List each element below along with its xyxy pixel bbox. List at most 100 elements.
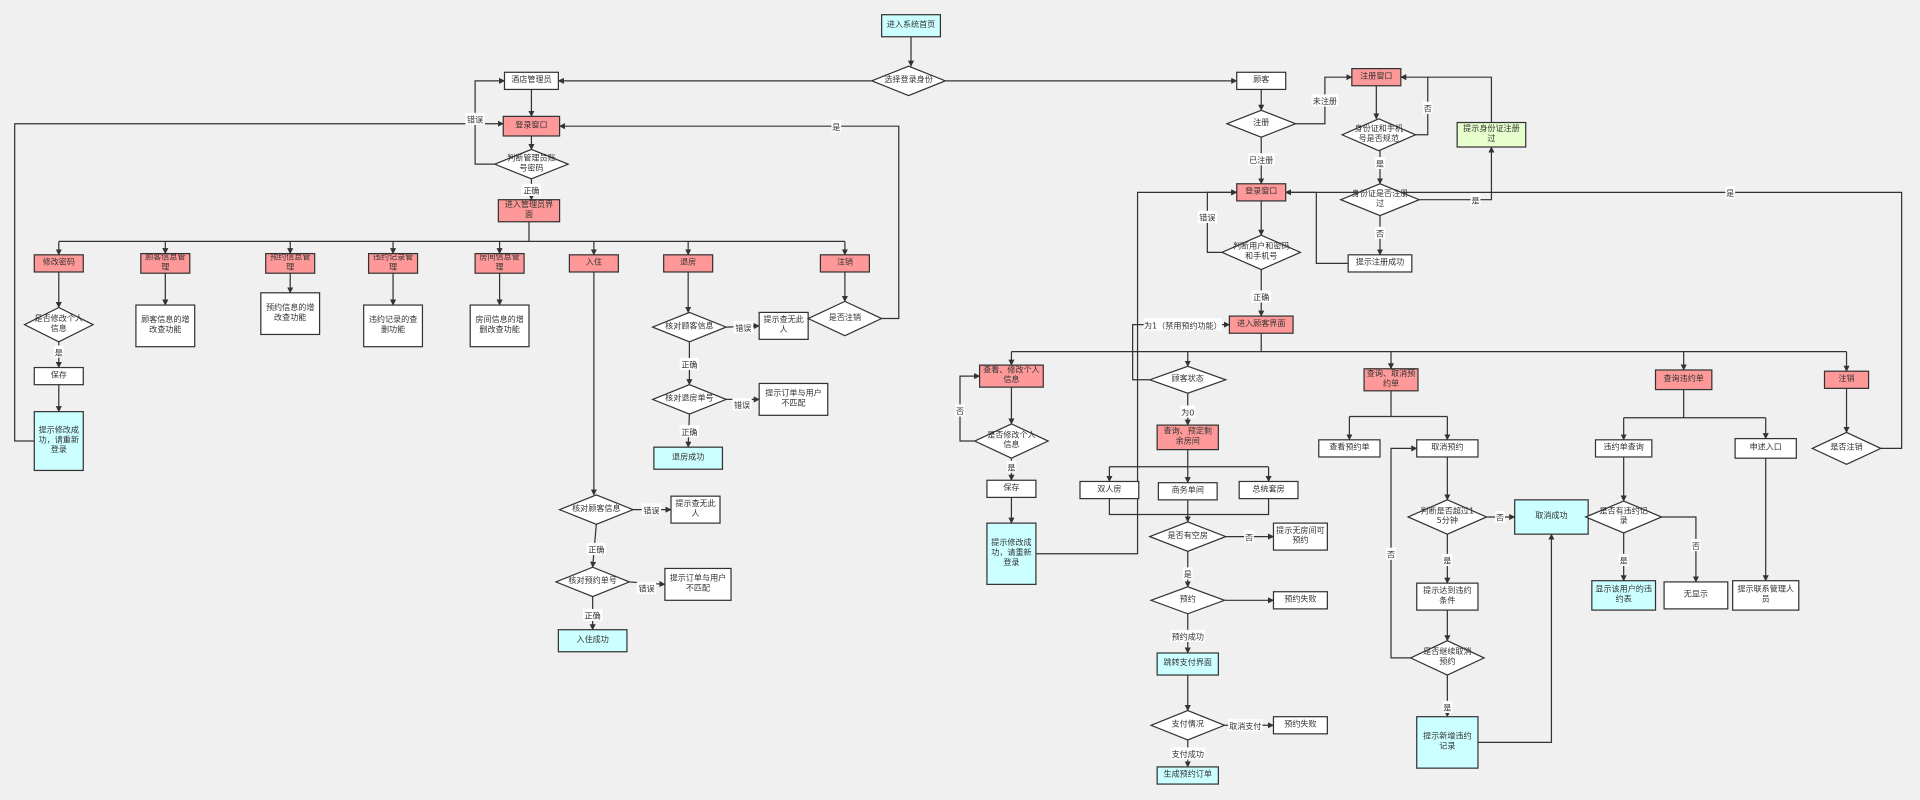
decision-registered-q[interactable]: 注册 — [1225, 109, 1298, 138]
process-show-viol[interactable]: 显示该用户的违约表 — [1591, 580, 1657, 611]
process-ci-no-person[interactable]: 提示查无此人 — [670, 495, 721, 524]
process-cancel-ok[interactable]: 取消成功 — [1514, 499, 1589, 535]
process-a-cust[interactable]: 顾客信息管理 — [140, 252, 191, 274]
process-reserve-fail2[interactable]: 预约失败 — [1272, 716, 1328, 735]
process-start[interactable]: 进入系统首页 — [881, 14, 942, 38]
process-reg-ok[interactable]: 提示注册成功 — [1347, 254, 1413, 273]
process-a-cust-fn[interactable]: 顾客信息的增改查功能 — [135, 304, 196, 348]
process-admin-login[interactable]: 登录窗口 — [502, 115, 561, 137]
decision-c-status[interactable]: 顾客状态 — [1147, 365, 1228, 394]
connector-arrow — [1108, 498, 1270, 516]
process-order-created[interactable]: 生成预约订单 — [1156, 766, 1219, 785]
decision-admin-check[interactable]: 判断管理员账号密码 — [493, 148, 570, 180]
process-c-book[interactable]: 查询、预定剩余房间 — [1156, 424, 1219, 451]
process-a-viol-fn[interactable]: 违约记录的查删功能 — [363, 304, 424, 348]
process-room-business[interactable]: 商务单间 — [1157, 482, 1218, 501]
process-viol-list-query[interactable]: 违约单查询 — [1594, 439, 1653, 458]
process-view-resv[interactable]: 查看预约单 — [1318, 439, 1381, 458]
process-c-login[interactable]: 登录窗口 — [1236, 183, 1287, 202]
decision-over15-q[interactable]: 判断是否超过15分钟 — [1406, 499, 1489, 535]
decision-a-modify-q[interactable]: 是否修改个人信息 — [23, 306, 95, 343]
box-shape — [986, 479, 1037, 499]
process-pay-page[interactable]: 跳转支付界面 — [1156, 652, 1219, 676]
process-a-checkin[interactable]: 入住 — [568, 254, 619, 273]
diamond-shape — [1148, 521, 1228, 552]
box-shape — [503, 71, 559, 91]
process-co-ok[interactable]: 退房成功 — [653, 446, 724, 470]
diamond-shape — [1225, 109, 1298, 138]
box-shape — [758, 382, 829, 416]
box-shape — [1318, 439, 1381, 458]
decision-vacancy-q[interactable]: 是否有空房 — [1148, 521, 1228, 552]
edge-label: 取消支付 — [1227, 719, 1263, 732]
process-reserve-fail1[interactable]: 预约失败 — [1272, 591, 1328, 610]
process-c-logout[interactable]: 注销 — [1823, 370, 1870, 389]
process-a-resv-fn[interactable]: 预约信息的增改查功能 — [260, 292, 321, 336]
box-shape — [1236, 71, 1287, 91]
process-reg-exists-msg[interactable]: 提示身份证注册过 — [1456, 121, 1527, 148]
process-c-resv-query[interactable]: 查询、取消预约单 — [1363, 368, 1419, 392]
process-c-profile[interactable]: 查看、修改个人信息 — [978, 364, 1044, 388]
decision-co-check-order[interactable]: 核对退房单号 — [651, 384, 728, 415]
decision-reg-valid-q[interactable]: 身份证和手机号是否规范 — [1340, 118, 1418, 152]
process-no-show[interactable]: 无显示 — [1663, 581, 1729, 610]
process-reg-window[interactable]: 注册窗口 — [1351, 67, 1402, 87]
process-ci-mismatch[interactable]: 提示订单与用户不匹配 — [664, 567, 732, 601]
process-c-modify-ok[interactable]: 提示修改成功，请重新登录 — [986, 522, 1037, 585]
process-no-vacancy[interactable]: 提示无房间可预约 — [1272, 522, 1328, 551]
node-label: 查询、预定剩余房间 — [1163, 426, 1212, 446]
process-a-room[interactable]: 房间信息管理 — [474, 252, 525, 274]
process-customer[interactable]: 顾客 — [1236, 71, 1287, 91]
process-a-checkout[interactable]: 退房 — [663, 254, 714, 273]
decision-co-check-cust[interactable]: 核对顾客信息 — [651, 311, 728, 343]
decision-a-logout-q[interactable]: 是否注销 — [806, 300, 884, 337]
process-a-pwd[interactable]: 修改密码 — [33, 254, 84, 273]
decision-continue-cancel-q[interactable]: 是否继续取消预约 — [1409, 640, 1486, 676]
node-label: 查看预约单 — [1329, 442, 1370, 453]
process-co-no-person[interactable]: 提示查无此人 — [758, 311, 809, 340]
decision-choose-role[interactable]: 选择登录身份 — [870, 65, 947, 97]
process-ci-ok[interactable]: 入住成功 — [557, 629, 628, 653]
decision-c-modify-q[interactable]: 是否修改个人信息 — [973, 423, 1050, 459]
node-label: 登录窗口 — [515, 120, 548, 130]
node-label: 核对顾客信息 — [665, 321, 714, 331]
diamond-shape — [1340, 118, 1418, 152]
process-admin-home[interactable]: 进入管理员界面 — [497, 199, 561, 223]
decision-pay-q[interactable]: 支付情况 — [1149, 709, 1227, 741]
process-c-viol-query[interactable]: 查询违约单 — [1654, 369, 1713, 391]
box-shape — [1823, 370, 1870, 389]
process-c-save[interactable]: 保存 — [986, 479, 1037, 499]
box-shape — [1594, 439, 1653, 458]
process-viol-added[interactable]: 提示新增违约记录 — [1416, 716, 1479, 769]
process-a-viol[interactable]: 违约记录管理 — [367, 252, 419, 274]
process-a-resv[interactable]: 预约信息管理 — [265, 252, 316, 274]
process-co-mismatch[interactable]: 提示订单与用户不匹配 — [758, 382, 829, 416]
process-room-double[interactable]: 双人房 — [1079, 480, 1140, 500]
decision-c-check[interactable]: 判断用户和密码和手机号 — [1220, 234, 1302, 271]
process-contact-admin[interactable]: 提示联系管理人员 — [1732, 580, 1800, 611]
edge-label: 否 — [1690, 539, 1702, 552]
process-cancel-resv[interactable]: 取消预约 — [1416, 439, 1479, 458]
decision-c-logout-q[interactable]: 是否注销 — [1810, 431, 1883, 465]
process-viol-cond[interactable]: 提示达到违约条件 — [1416, 582, 1479, 611]
box-shape — [986, 522, 1037, 585]
process-a-room-fn[interactable]: 房间信息的增删改查功能 — [469, 304, 530, 348]
box-shape — [1456, 121, 1527, 148]
box-shape — [1272, 591, 1328, 610]
process-room-suite[interactable]: 总统套房 — [1238, 480, 1299, 500]
process-a-modify-ok[interactable]: 提示修改成功，请重新登录 — [33, 411, 84, 472]
decision-ci-check-cust[interactable]: 核对顾客信息 — [557, 494, 635, 526]
decision-reg-exists-q[interactable]: 身份证是否注册过 — [1339, 183, 1421, 217]
process-a-logout[interactable]: 注销 — [819, 254, 870, 273]
node-label: 核对顾客信息 — [572, 503, 621, 514]
process-c-home[interactable]: 进入顾客界面 — [1228, 315, 1294, 334]
box-shape — [1654, 369, 1713, 391]
edge-label: 否 — [1243, 530, 1255, 543]
process-admin[interactable]: 酒店管理员 — [503, 71, 559, 91]
decision-reserve-q[interactable]: 预约 — [1149, 586, 1227, 615]
box-shape — [1156, 424, 1219, 451]
process-appeal[interactable]: 申述入口 — [1734, 437, 1797, 459]
decision-ci-check-order[interactable]: 核对预约单号 — [554, 566, 632, 598]
process-a-save[interactable]: 保存 — [33, 366, 84, 386]
decision-has-viol-q[interactable]: 是否有违约记录 — [1584, 500, 1664, 534]
